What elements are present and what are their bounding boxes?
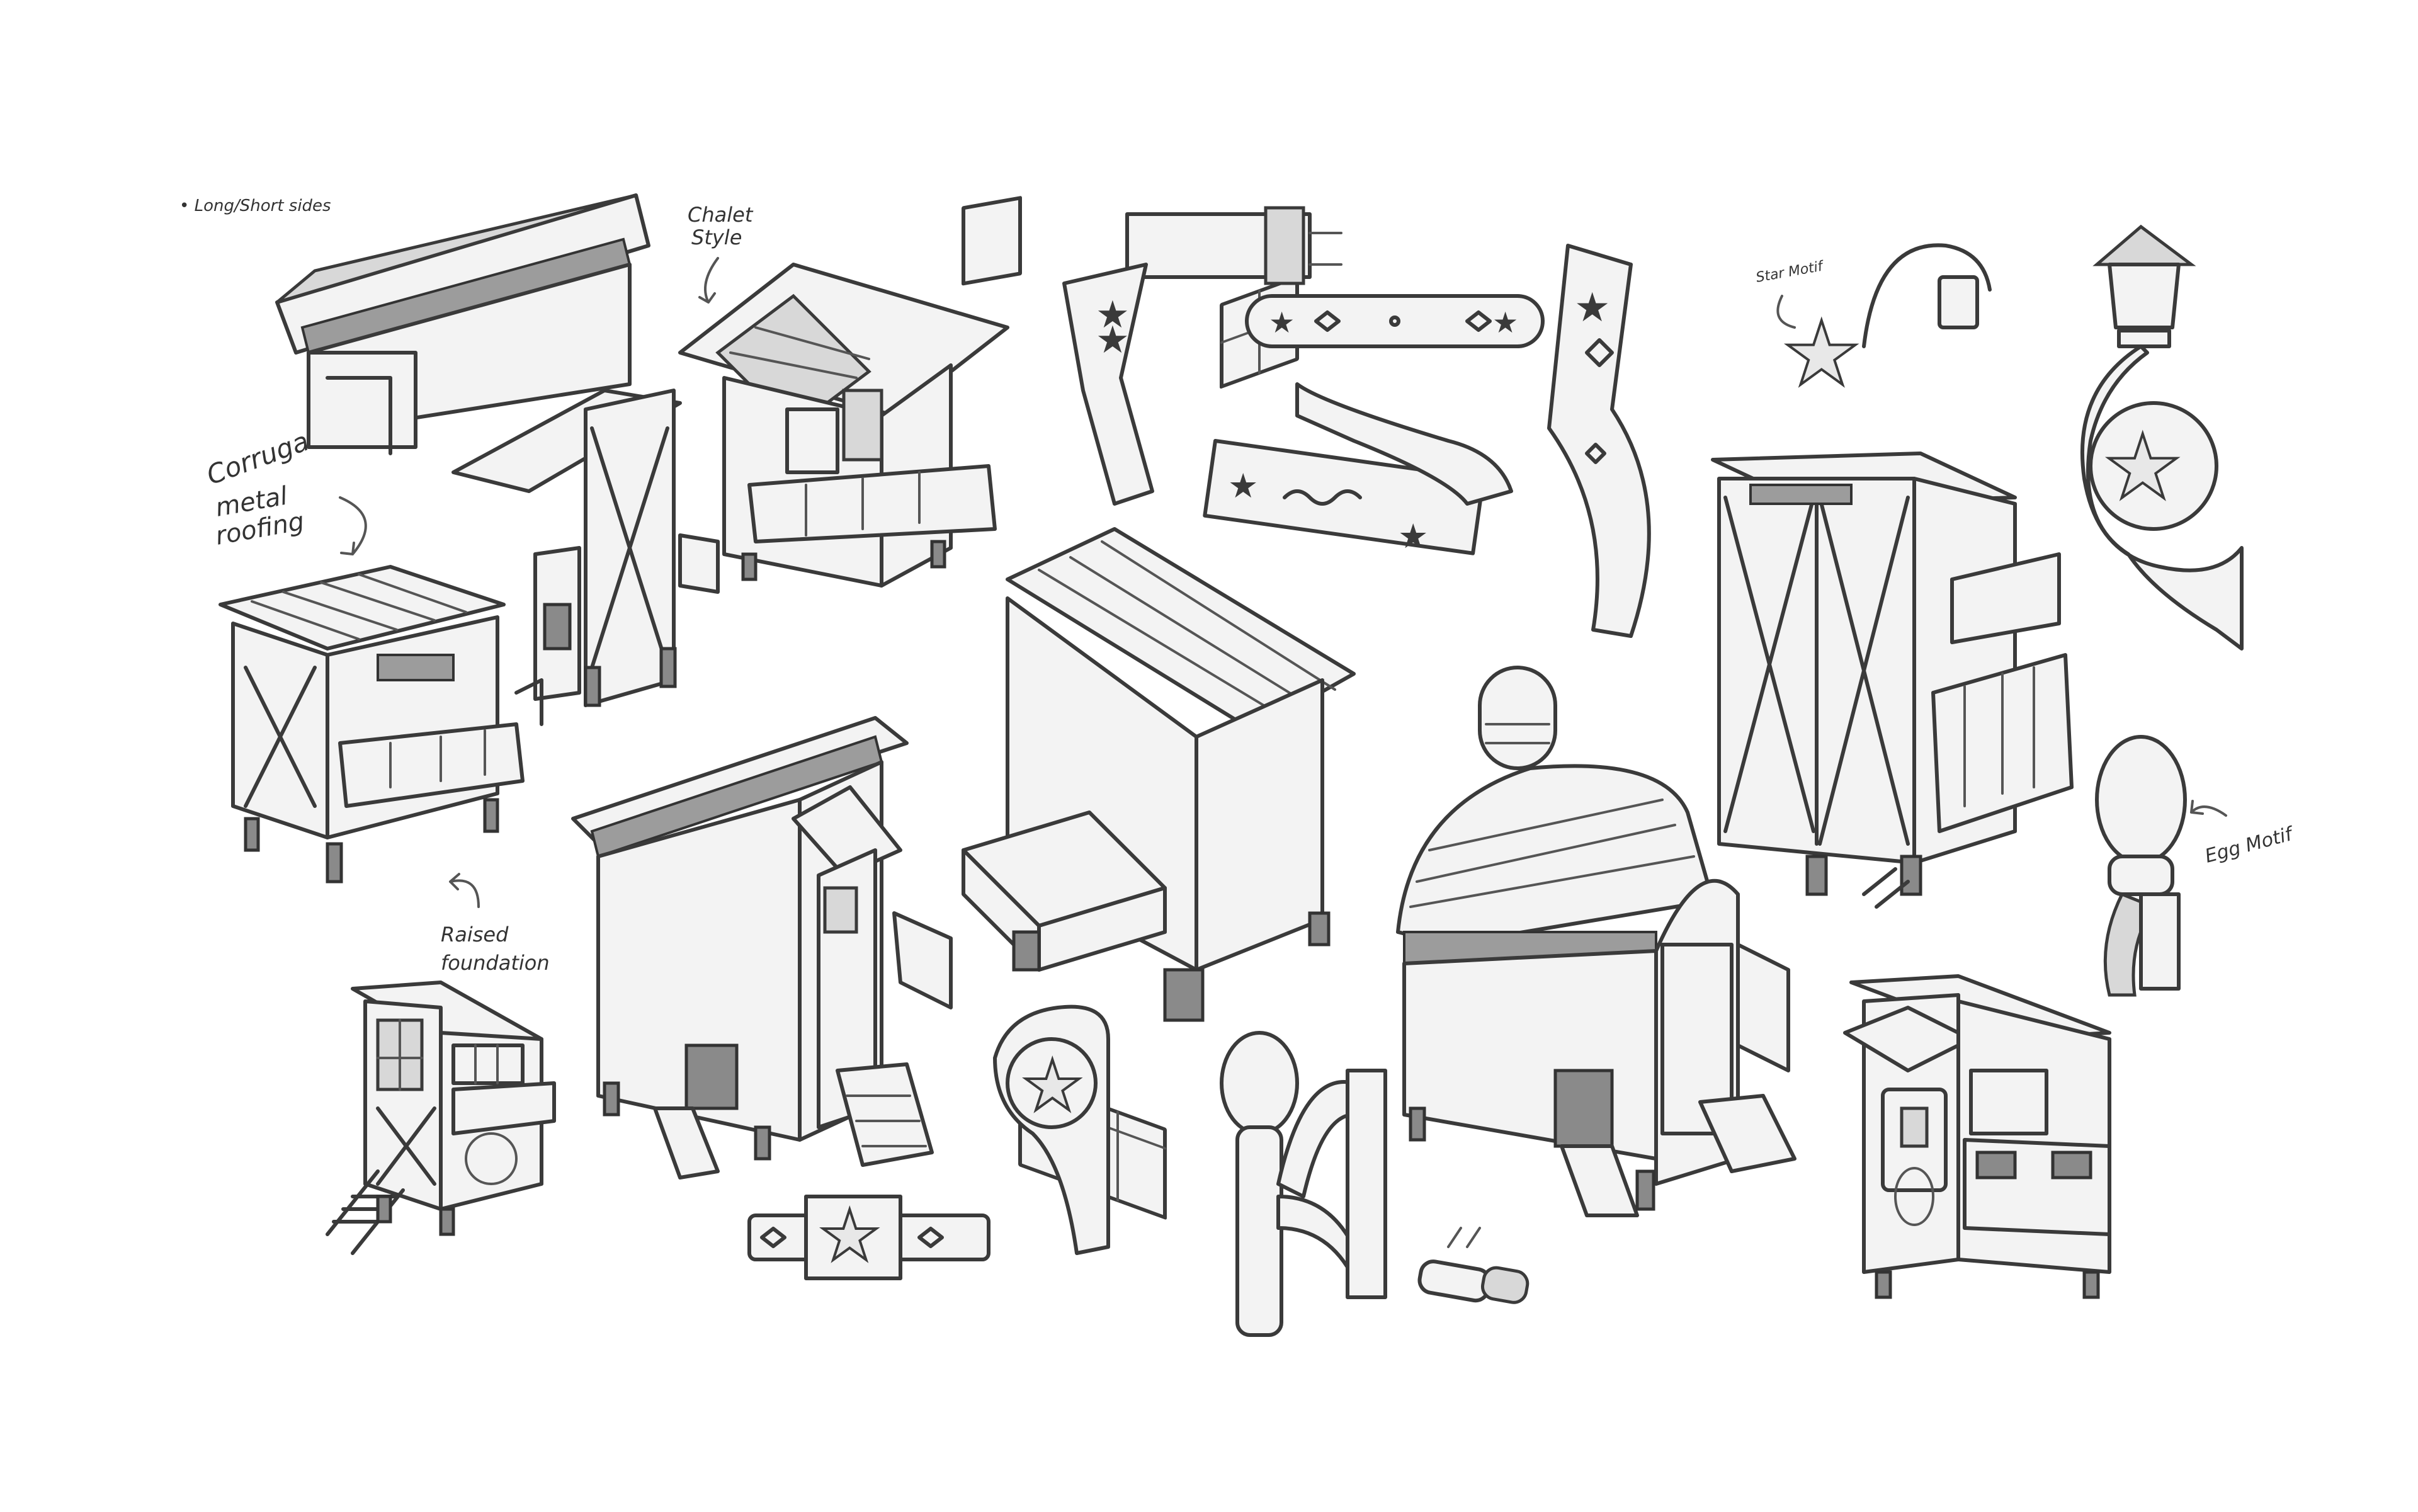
coop-sketch-main-shed-door (571, 716, 953, 1179)
egg-motif-icon (2095, 735, 2187, 865)
coop-sketch-chalet-style (678, 196, 1022, 588)
note-star-motif: Star Motif (1755, 258, 1826, 286)
egg-post-bracket-sketch (1220, 1031, 1387, 1337)
note-raised-2: foundation (441, 951, 550, 975)
star-motif-icon: ★ (1096, 293, 1130, 337)
star-motif-icon: ★ (1096, 318, 1130, 362)
star-motif-icon: ★ (1398, 516, 1428, 556)
coop-sketch-long-short-sides (275, 193, 650, 455)
coop-sketch-corrugated-roof (219, 565, 543, 884)
round-star-hinge-sketch: ★ (993, 1004, 1110, 1255)
star-motif-icon: ★ (1574, 285, 1610, 331)
star-motif-icon: ★ (1492, 305, 1518, 339)
note-egg-motif: Egg Motif (2203, 822, 2297, 868)
star-latch-plate-sketch: ★ (747, 1194, 990, 1280)
corrugated-arrow (339, 496, 367, 555)
note-raised-1: Raised (441, 923, 509, 946)
coop-sketch-right-x-door (1711, 452, 2074, 909)
egg-finial-bracket-sketch (2095, 735, 2187, 997)
chalet-arrow (698, 257, 719, 304)
star-motif-icon: ★ (1021, 1045, 1084, 1126)
star-wall-light-sketch: ★ (1781, 243, 1992, 407)
star-motif-arrow (1776, 295, 1796, 329)
star-motif-icon: ★ (819, 1195, 881, 1276)
coop-sketch-main-barn (1396, 666, 1796, 1217)
star-motif-icon: ★ (1228, 466, 1258, 506)
barrel-bolt-sketch (1417, 1227, 1530, 1304)
star-motif-icon: ★ (1269, 305, 1295, 339)
note-long-short-sides: • Long/Short sides (179, 196, 331, 215)
raised-arrow (449, 873, 480, 908)
coop-sketch-small-raised (326, 981, 556, 1255)
star-motif-icon: ★ (1782, 303, 1861, 406)
strap-hinge-sketch: ★ (1547, 244, 1651, 638)
decorative-plate-sketch: ★ ★ (1245, 294, 1545, 348)
note-chalet-1: Chalet (688, 203, 754, 227)
star-bracket-sketch: ★ ★ (1062, 263, 1154, 506)
lantern-icon (2108, 263, 2181, 329)
egg-motif-icon (1220, 1031, 1299, 1135)
coop-sketch-frame-x-door (451, 389, 720, 707)
lantern-star-bracket-sketch: ★ (2080, 224, 2244, 651)
beam-joint-sketch (1125, 206, 1342, 285)
egg-motif-arrow (2190, 800, 2227, 817)
star-motif-icon: ★ (2103, 416, 2182, 519)
door-handle-star-sketch: ★ ★ (1203, 382, 1513, 556)
note-chalet-2: Style (691, 225, 742, 249)
coop-sketch-bottom-right (1843, 974, 2111, 1299)
